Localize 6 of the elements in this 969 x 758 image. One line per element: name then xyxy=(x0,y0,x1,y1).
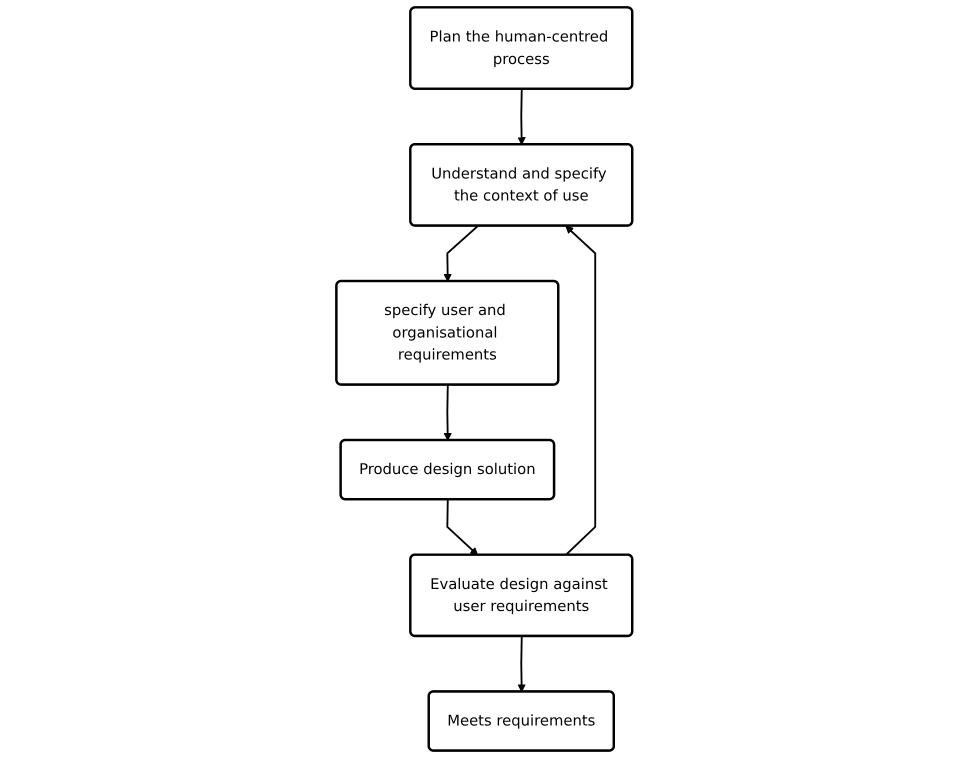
arrow xyxy=(444,225,479,282)
arrow xyxy=(518,89,526,146)
arrow xyxy=(518,636,526,692)
arrow xyxy=(565,226,596,556)
arrow xyxy=(444,384,452,441)
arrow xyxy=(446,500,478,556)
